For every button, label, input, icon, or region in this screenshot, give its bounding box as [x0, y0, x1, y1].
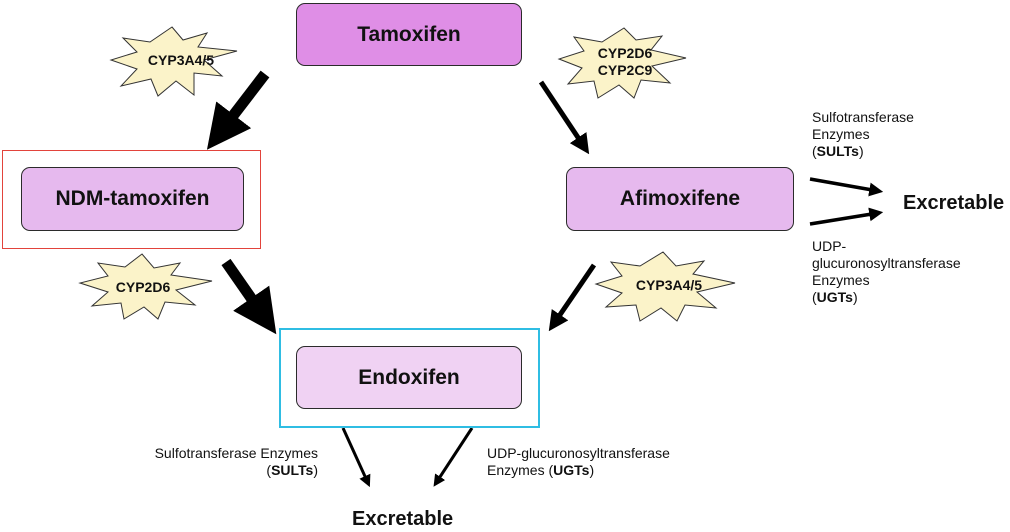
node-afimoxifene: Afimoxifene	[566, 167, 794, 231]
node-ndm-tamoxifen: NDM-tamoxifen	[21, 167, 244, 231]
afi-sult-label: Sulfotransferase Enzymes (SULTs)	[812, 109, 914, 159]
endox-ugt-label: UDP-glucuronosyltransferase Enzymes (UGT…	[487, 445, 670, 478]
arrow-ndm-to-endoxifen	[221, 258, 277, 335]
excretable-afimoxifene: Excretable	[903, 192, 1005, 214]
enzyme-burst-cyp3a4-tam	[109, 26, 238, 97]
enzyme-label-cyp3a4-afi: CYP3A4/5	[635, 277, 703, 293]
arrow-afi-ugt-to-excretable	[809, 207, 884, 226]
arrow-afi-sult-to-excretable	[809, 177, 884, 197]
endoxifen-highlight-frame	[279, 328, 540, 428]
arrow-tamoxifen-to-ndm	[206, 70, 270, 150]
node-endoxifen-label: Endoxifen	[358, 365, 460, 389]
enzyme-burst-cyp3a4-afi	[594, 251, 736, 322]
arrow-afimoxifene-to-endoxifen	[548, 263, 597, 332]
node-tamoxifen-label: Tamoxifen	[357, 22, 461, 46]
endox-sult-label: Sulfotransferase Enzymes (SULTs)	[154, 445, 318, 478]
ndm-highlight-frame	[2, 150, 261, 249]
enzyme-label-cyp3a4-tam: CYP3A4/5	[147, 52, 215, 68]
enzyme-burst-cyp2d6-cyp2c9	[557, 27, 687, 99]
arrow-tamoxifen-to-afimoxifene	[538, 80, 590, 155]
arrow-endox-sult-to-excretable	[341, 427, 371, 488]
enzyme-label-cyp2d6-cyp2c9: CYP2D6 CYP2C9	[597, 45, 653, 78]
enzyme-label-cyp2d6-ndm: CYP2D6	[115, 279, 171, 295]
node-tamoxifen: Tamoxifen	[296, 3, 522, 66]
enzyme-burst-cyp2d6-ndm	[78, 253, 213, 320]
node-ndm-tamoxifen-label: NDM-tamoxifen	[55, 187, 210, 210]
node-afimoxifene-label: Afimoxifene	[619, 187, 741, 210]
arrow-endox-ugt-to-excretable	[433, 427, 474, 487]
node-endoxifen: Endoxifen	[296, 346, 522, 409]
afi-ugt-label: UDP- glucuronosyltransferase Enzymes (UG…	[812, 238, 961, 305]
excretable-endoxifen: Excretable	[352, 508, 454, 530]
